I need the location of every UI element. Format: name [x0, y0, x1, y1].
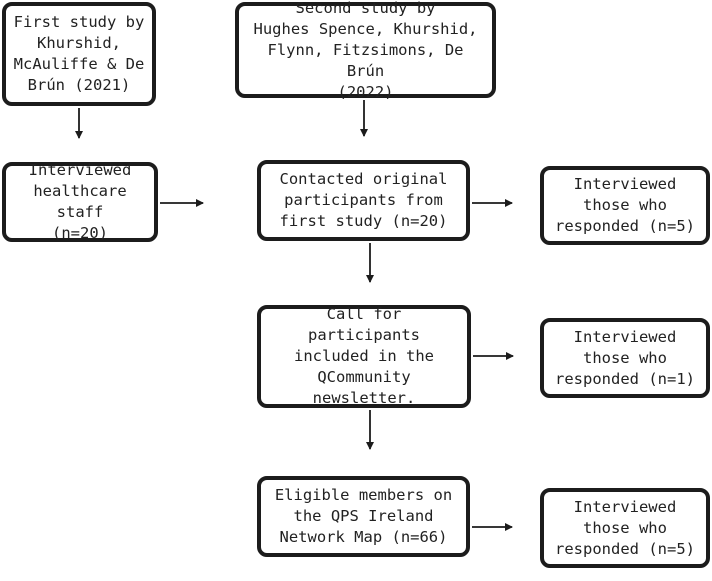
second-study-box: Second study by Hughes Spence, Khurshid,…: [235, 0, 496, 101]
interviewed-responded-box-3: Interviewed those who responded (n=5): [540, 488, 710, 568]
eligible-members-box: Eligible members on the QPS Ireland Netw…: [257, 476, 470, 557]
first-study-box: First study by Khurshid, McAuliffe & De …: [2, 2, 156, 106]
call-for-participants-box: Call for participants included in the QC…: [257, 305, 471, 408]
interviewed-responded-box-2: Interviewed those who responded (n=1): [540, 318, 710, 398]
interviewed-healthcare-staff-box: Interviewed healthcare staff (n=20): [2, 161, 158, 242]
contacted-original-participants-box: Contacted original participants from fir…: [257, 160, 470, 241]
interviewed-responded-box-1: Interviewed those who responded (n=5): [540, 166, 710, 245]
